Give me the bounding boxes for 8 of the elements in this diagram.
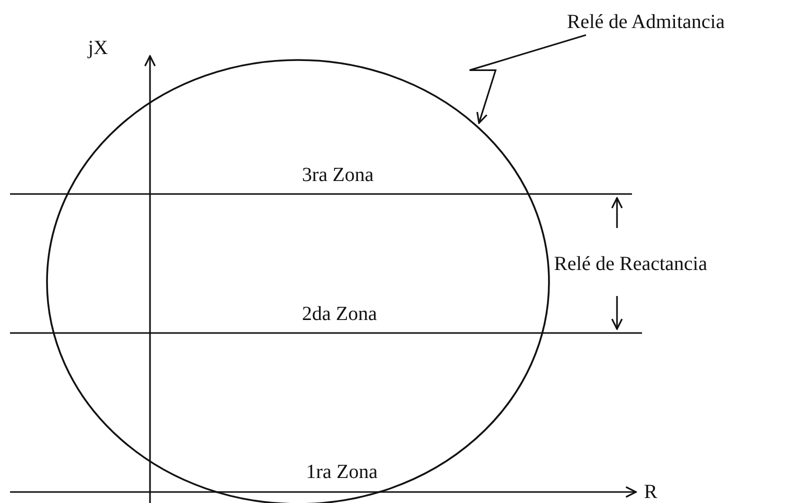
axis-label: jX — [88, 36, 108, 60]
relay-label: Relé de Reactancia — [554, 252, 708, 276]
zigzag-arrow — [468, 34, 586, 124]
axis-label: R — [644, 480, 658, 503]
zone-label: 1ra Zona — [306, 460, 378, 484]
zone-label: 2da Zona — [302, 302, 377, 326]
zone-label: 3ra Zona — [302, 163, 374, 187]
relay-label: Relé de Admitancia — [567, 10, 725, 34]
